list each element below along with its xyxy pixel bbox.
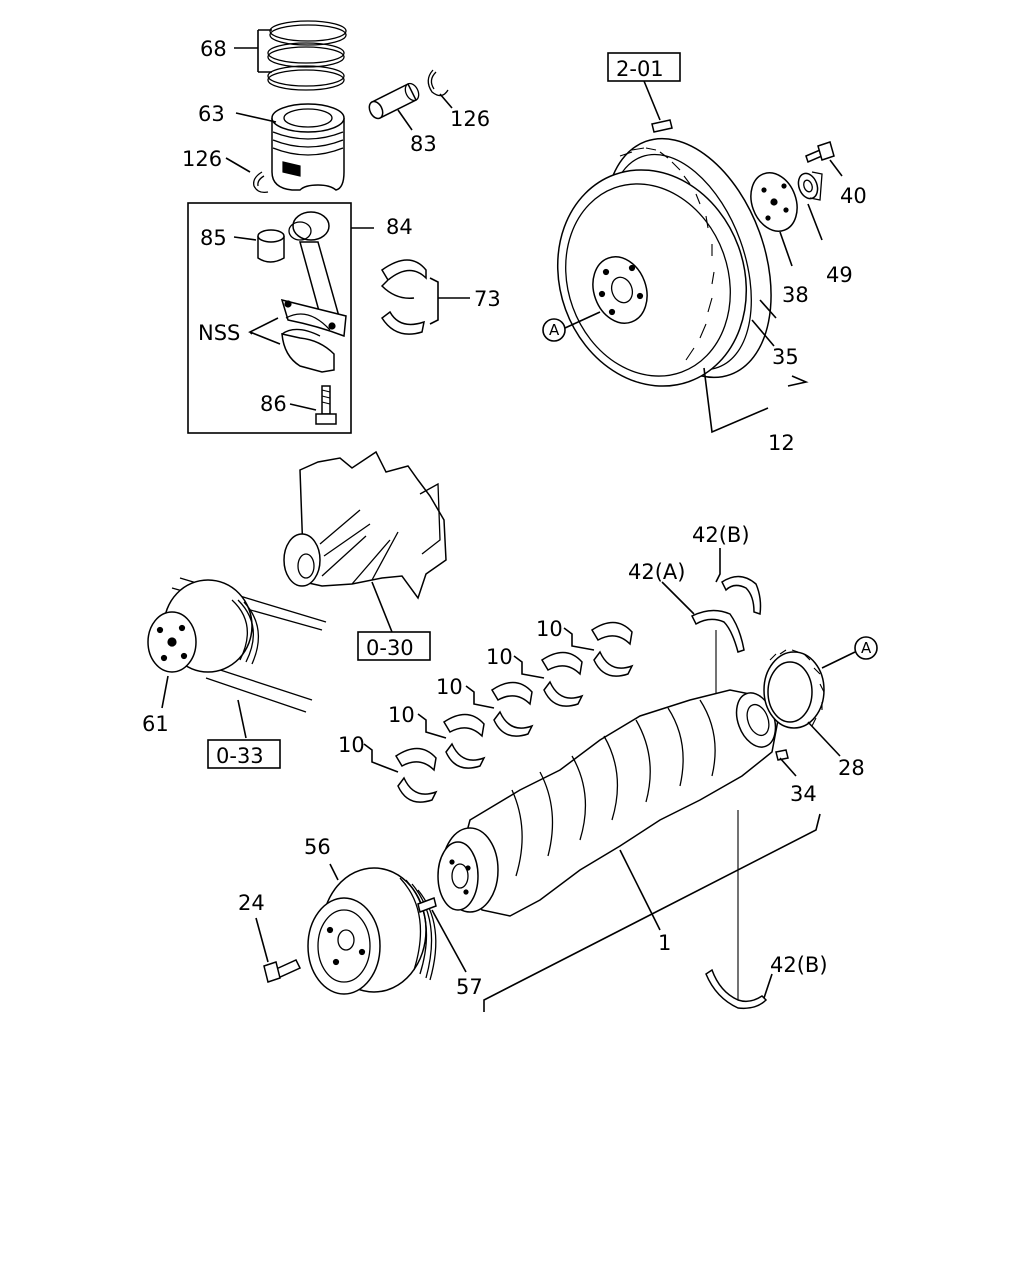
label-126-lower: 126 (182, 147, 222, 171)
label-35: 35 (772, 345, 799, 369)
dowel-pin-flywheel (651, 119, 673, 133)
label-10-3: 10 (436, 675, 463, 699)
label-10-4: 10 (486, 645, 513, 669)
label-10-5: 10 (536, 617, 563, 641)
ref-box-0-30 (357, 631, 431, 661)
label-10-1: 10 (338, 733, 365, 757)
marker-a-gear-text: A (861, 639, 872, 657)
rod-bolt (315, 385, 337, 425)
fan-pulley (147, 579, 259, 673)
label-126-upper: 126 (450, 107, 490, 131)
connecting-rod (280, 211, 347, 338)
rod-bushing (257, 229, 285, 263)
main-bearing-shells (394, 621, 634, 803)
label-28: 28 (838, 756, 865, 780)
flywheel-bolt (805, 141, 835, 164)
label-40: 40 (840, 184, 867, 208)
label-86: 86 (260, 392, 287, 416)
water-pump (283, 450, 447, 600)
label-38: 38 (782, 283, 809, 307)
snap-ring-lower (253, 171, 269, 194)
crank-dowel-34 (775, 749, 789, 761)
ref-0-33: 0-33 (216, 744, 264, 768)
rod-cap (281, 328, 335, 373)
thrust-washer-42b-upper (721, 575, 762, 616)
connecting-rod-box (187, 202, 352, 434)
label-56: 56 (304, 835, 331, 859)
label-84: 84 (386, 215, 413, 239)
marker-a-flywheel-text: A (549, 321, 560, 339)
label-63: 63 (198, 102, 225, 126)
label-42b-lower: 42(B) (770, 953, 828, 977)
thrust-washer-42a (690, 609, 745, 653)
crank-gear (763, 649, 825, 729)
label-49: 49 (826, 263, 853, 287)
ref-0-30: 0-30 (366, 636, 414, 660)
label-68: 68 (200, 37, 227, 61)
bearing-shells-73 (380, 259, 427, 335)
label-24: 24 (238, 891, 265, 915)
label-57: 57 (456, 975, 483, 999)
crank-pulley (307, 867, 437, 995)
piston (271, 103, 345, 191)
label-42b-upper: 42(B) (692, 523, 750, 547)
snap-ring-upper (427, 69, 449, 97)
marker-a-flywheel (542, 318, 566, 342)
thrust-washer-42b-lower (705, 968, 768, 1010)
label-12: 12 (768, 431, 795, 455)
flywheel-plate (750, 172, 798, 232)
pilot-bearing (797, 171, 823, 201)
label-34: 34 (790, 782, 817, 806)
piston-pin (368, 82, 420, 120)
label-73: 73 (474, 287, 501, 311)
flywheel (556, 137, 772, 387)
crankshaft (437, 689, 779, 917)
label-85: 85 (200, 226, 227, 250)
ref-2-01: 2-01 (616, 57, 664, 81)
marker-a-gear (854, 636, 878, 660)
label-nss: NSS (198, 321, 240, 345)
label-42a: 42(A) (628, 560, 685, 584)
label-83: 83 (410, 132, 437, 156)
label-1: 1 (658, 931, 671, 955)
pulley-bolt (263, 959, 302, 983)
label-61: 61 (142, 712, 169, 736)
label-10-2: 10 (388, 703, 415, 727)
ref-box-0-33 (207, 739, 281, 769)
pulley-dowel-57 (417, 897, 437, 913)
piston-rings (267, 20, 347, 91)
